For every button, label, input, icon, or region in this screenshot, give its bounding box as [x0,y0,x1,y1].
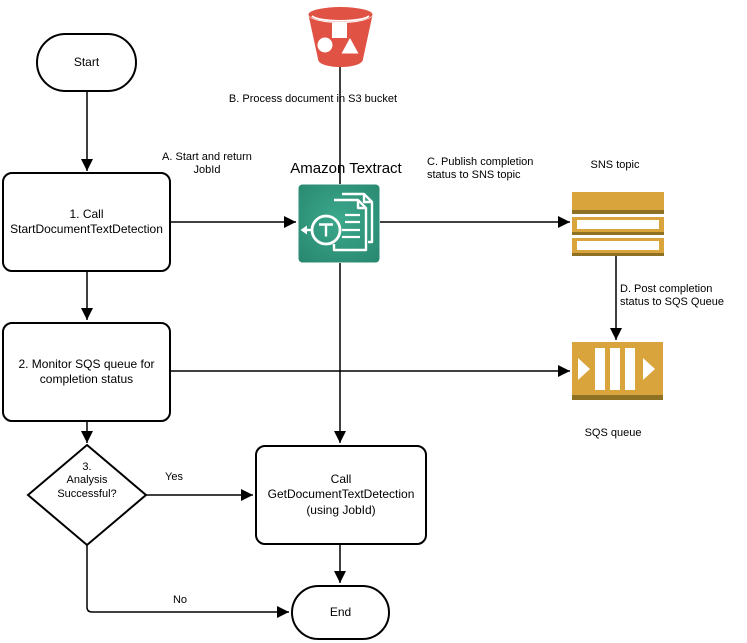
edge-label-a: A. Start and return JobId [162,151,252,177]
process-step2-label: 2. Monitor SQS queue for completion stat… [18,356,155,386]
process-step1-box: 1. Call StartDocumentTextDetection [2,172,171,272]
edge-label-c: C. Publish completion status to SNS topi… [427,156,534,182]
no-label: No [172,594,188,606]
s3-bucket-icon [308,6,373,68]
sns-topic-icon [572,192,664,256]
amazon-textract-icon [298,184,380,263]
edge-label-b: B. Process document in S3 bucket [228,93,398,105]
decision-label: 3. Analysis Successful? [57,461,117,500]
textract-title: Amazon Textract [290,160,402,177]
end-label: End [329,604,352,619]
getdoc-label: Call GetDocumentTextDetection (using Job… [267,471,415,517]
process-step2-box: 2. Monitor SQS queue for completion stat… [2,322,171,422]
start-terminator: Start [36,33,137,92]
edge-label-d: D. Post completion status to SQS Queue [620,283,724,309]
start-label: Start [73,54,100,69]
edge-decision-no-to-end [86,545,289,618]
end-terminator: End [291,585,390,640]
sqs-queue-icon [572,342,663,400]
decision-diamond-shape [26,443,148,547]
process-step1-label: 1. Call StartDocumentTextDetection [10,206,163,236]
sqs-queue-label: SQS queue [584,427,642,439]
sns-topic-label: SNS topic [590,159,640,171]
getdoc-box: Call GetDocumentTextDetection (using Job… [255,445,427,545]
yes-label: Yes [165,471,183,483]
